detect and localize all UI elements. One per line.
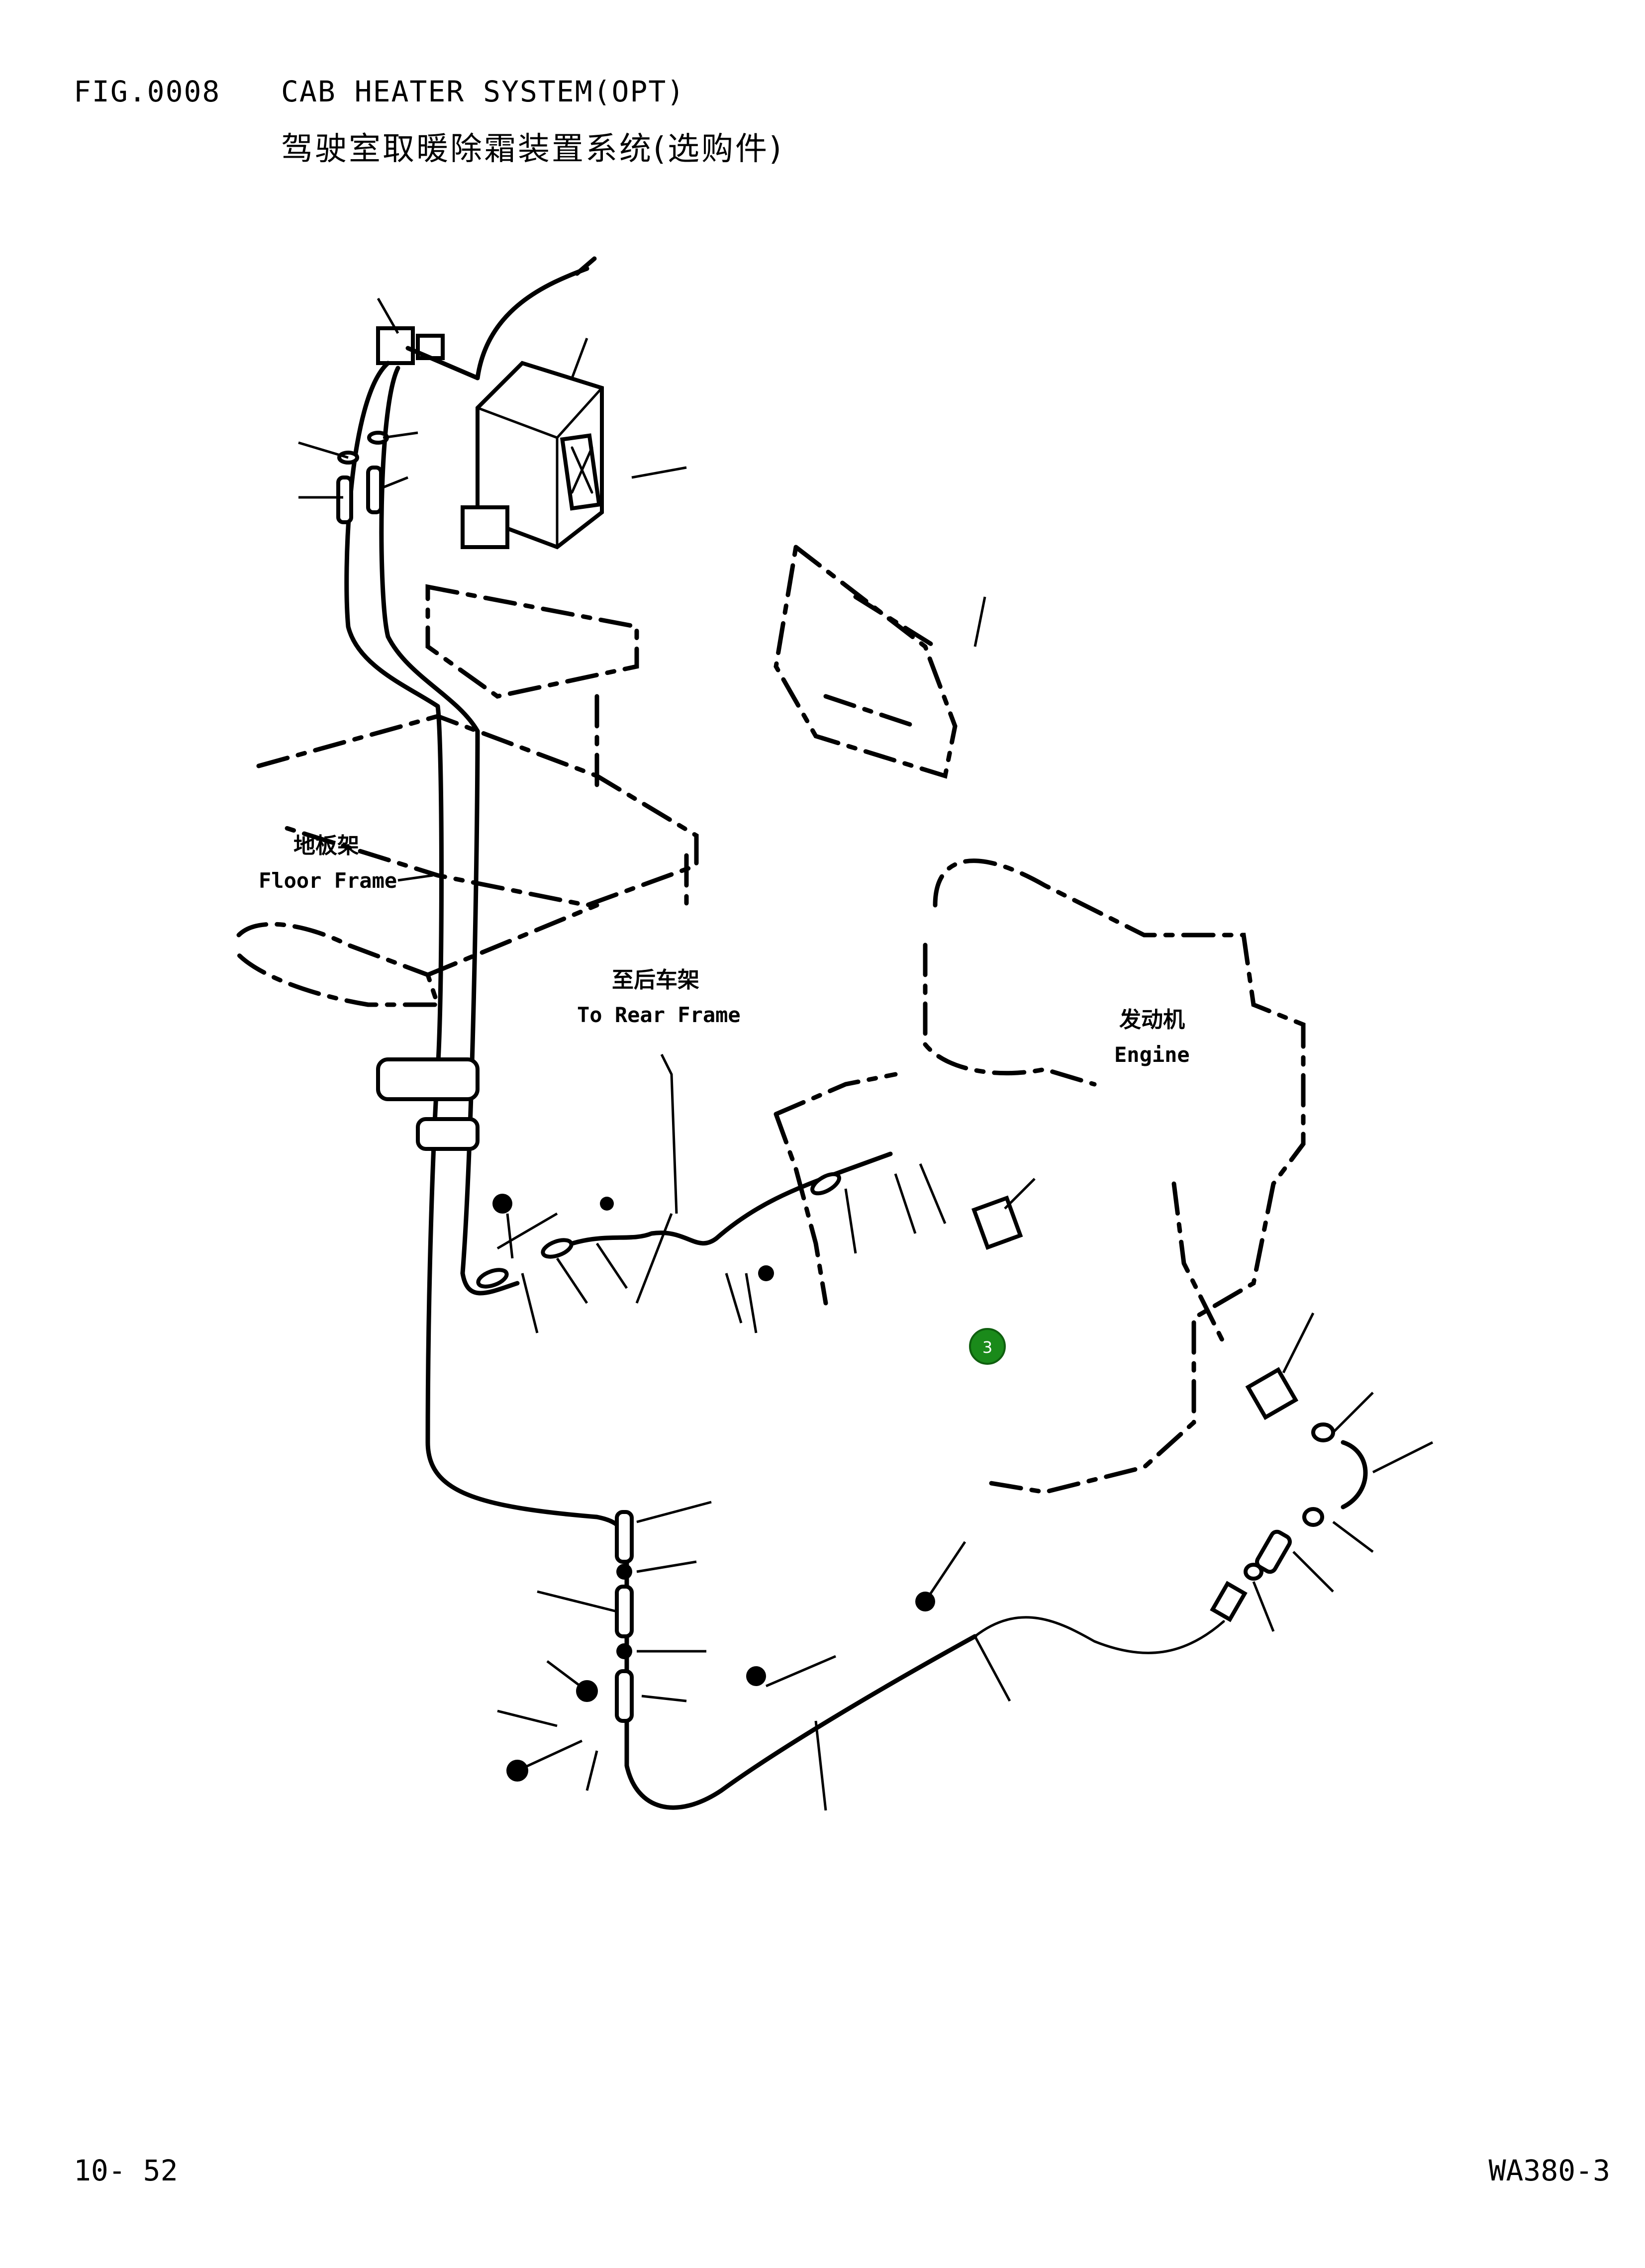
page-number: 10- 52 xyxy=(74,2154,178,2187)
defroster-hose xyxy=(475,266,589,380)
leader-lines xyxy=(298,297,1434,1811)
rear-frame-label-en: To Rear Frame xyxy=(577,1003,741,1027)
heater-valve xyxy=(376,326,480,380)
defroster-hose-end xyxy=(575,256,597,276)
floor-frame-outline xyxy=(236,584,699,1007)
callout-marker-3[interactable]: 3 xyxy=(969,1328,1006,1365)
figure-title-english: CAB HEATER SYSTEM(OPT) xyxy=(281,75,685,108)
rear-frame-outline xyxy=(774,543,958,779)
heater-hose-left xyxy=(344,361,977,1810)
hose-fittings xyxy=(336,431,1368,1782)
rear-frame-label-cn: 至后车架 xyxy=(612,967,699,993)
heater-hose-right xyxy=(379,366,520,1296)
engine-label-en: Engine xyxy=(1114,1042,1190,1067)
callout-number: 3 xyxy=(982,1338,992,1357)
heater-unit xyxy=(461,361,604,550)
engine-supply-hose xyxy=(545,1151,893,1256)
model-code: WA380-3 xyxy=(1488,2154,1610,2187)
floor-frame-label-en: Floor Frame xyxy=(259,868,397,893)
engine-outline xyxy=(933,858,1306,1495)
engine-label-cn: 发动机 xyxy=(1119,1007,1185,1033)
figure-title-chinese: 驾驶室取暖除霜装置系统(选购件) xyxy=(281,131,783,168)
return-hose-thin xyxy=(973,1616,1225,1654)
floor-frame-label-cn: 地板架 xyxy=(293,833,359,858)
figure-number: FIG.0008 xyxy=(74,75,221,108)
